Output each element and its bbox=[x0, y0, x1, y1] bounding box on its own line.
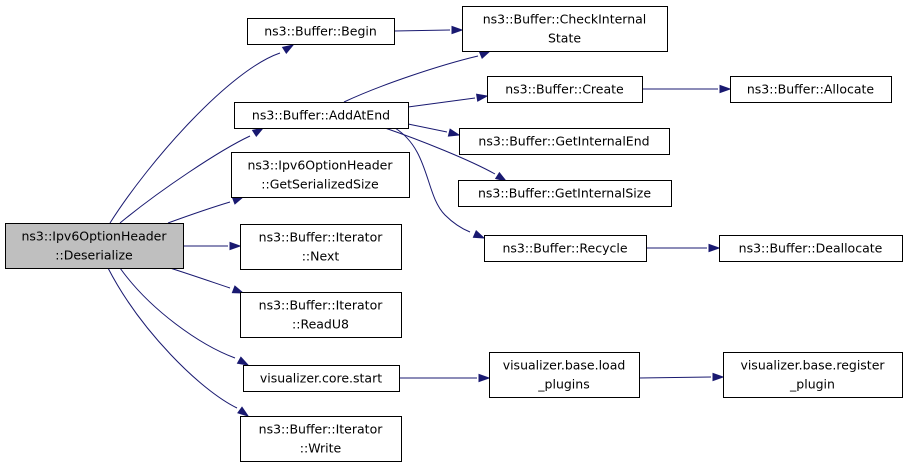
node-label-line: ns3::Buffer::Iterator bbox=[259, 230, 384, 245]
edge-deserialize-to-next bbox=[183, 241, 242, 251]
edge-deserialize-to-getserializedsize bbox=[167, 196, 245, 224]
node-label-line: ns3::Buffer::Deallocate bbox=[739, 241, 883, 256]
node-box bbox=[247, 18, 395, 45]
node-label-line: ns3::Buffer::GetInternalEnd bbox=[478, 134, 649, 149]
node-label-line: ::Next bbox=[302, 249, 340, 264]
node-label-line: ns3::Buffer::Allocate bbox=[747, 82, 875, 97]
node-box bbox=[719, 235, 903, 262]
edge-addatend-to-checkinternal bbox=[343, 50, 492, 103]
node-label-line: visualizer.base.register bbox=[740, 358, 885, 373]
node-label-line: _plugin bbox=[789, 377, 835, 392]
node-label-line: ns3::Buffer::Begin bbox=[264, 24, 377, 39]
edge-addatend-to-getinternalend bbox=[407, 123, 461, 137]
node-readu8[interactable]: ns3::Buffer::Iterator::ReadU8 bbox=[240, 292, 402, 338]
node-box bbox=[458, 180, 672, 207]
node-registerplugin[interactable]: visualizer.base.register _plugin bbox=[723, 352, 903, 398]
node-box bbox=[484, 235, 647, 262]
node-box bbox=[231, 152, 410, 198]
edge-addatend-to-create bbox=[407, 93, 489, 108]
node-box bbox=[240, 224, 402, 270]
node-box bbox=[240, 292, 402, 338]
node-label-line: ns3::Buffer::Iterator bbox=[259, 298, 384, 313]
node-create[interactable]: ns3::Buffer::Create bbox=[487, 76, 643, 103]
node-box bbox=[730, 76, 892, 103]
node-corestart[interactable]: visualizer.core.start bbox=[243, 365, 400, 392]
node-label-line: visualizer.base.load bbox=[503, 358, 626, 373]
edge-deserialize-to-addatend bbox=[119, 127, 265, 224]
node-label-line: ns3::Buffer::CheckInternal bbox=[483, 12, 647, 27]
node-deserialize: ns3::Ipv6OptionHeader::Deserialize bbox=[5, 223, 184, 269]
node-getinternalend[interactable]: ns3::Buffer::GetInternalEnd bbox=[459, 128, 670, 155]
node-label-line: ns3::Buffer::GetInternalSize bbox=[478, 186, 651, 201]
node-label-line: ::GetSerializedSize bbox=[261, 177, 379, 192]
node-label-line: ::Deserialize bbox=[55, 248, 133, 263]
edge-corestart-to-loadplugins bbox=[399, 373, 491, 383]
node-box bbox=[5, 223, 184, 269]
node-label-line: ns3::Buffer::AddAtEnd bbox=[252, 108, 390, 123]
node-begin[interactable]: ns3::Buffer::Begin bbox=[247, 18, 395, 45]
edge-begin-to-checkinternal bbox=[393, 25, 464, 35]
node-label-line: visualizer.core.start bbox=[260, 371, 382, 386]
node-box bbox=[234, 102, 409, 129]
node-box bbox=[462, 6, 668, 52]
edge-deserialize-to-readu8 bbox=[169, 267, 245, 294]
edge-loadplugins-to-registerplugin bbox=[638, 372, 725, 382]
node-write[interactable]: ns3::Buffer::Iterator::Write bbox=[240, 416, 402, 462]
node-box bbox=[723, 352, 903, 398]
node-label-line: ns3::Ipv6OptionHeader bbox=[247, 158, 393, 173]
node-addatend[interactable]: ns3::Buffer::AddAtEnd bbox=[234, 102, 409, 129]
node-getinternalsize[interactable]: ns3::Buffer::GetInternalSize bbox=[458, 180, 672, 207]
node-getserializedsize[interactable]: ns3::Ipv6OptionHeader::GetSerializedSize bbox=[231, 152, 410, 198]
node-allocate[interactable]: ns3::Buffer::Allocate bbox=[730, 76, 892, 103]
edge-deserialize-to-write bbox=[107, 267, 250, 417]
node-box bbox=[459, 128, 670, 155]
node-box bbox=[489, 352, 640, 398]
edge-addatend-to-recycle bbox=[394, 127, 486, 239]
node-box bbox=[487, 76, 643, 103]
node-box bbox=[243, 365, 400, 392]
node-label-line: ns3::Buffer::Create bbox=[505, 82, 624, 97]
node-label-line: ns3::Ipv6OptionHeader bbox=[21, 229, 167, 244]
edge-deserialize-to-corestart bbox=[119, 267, 250, 366]
node-label-line: ns3::Buffer::Recycle bbox=[502, 241, 627, 256]
edge-addatend-to-getinternalsize bbox=[384, 127, 508, 182]
node-loadplugins[interactable]: visualizer.base.load _plugins bbox=[489, 352, 640, 398]
edge-recycle-to-deallocate bbox=[646, 243, 721, 253]
node-recycle[interactable]: ns3::Buffer::Recycle bbox=[484, 235, 647, 262]
node-label-line: ::Write bbox=[300, 441, 342, 456]
node-label-line: ns3::Buffer::Iterator bbox=[259, 422, 384, 437]
node-box bbox=[240, 416, 402, 462]
node-label-line: ::ReadU8 bbox=[292, 317, 349, 332]
edge-create-to-allocate bbox=[642, 84, 732, 94]
edge-deserialize-to-begin bbox=[109, 44, 295, 224]
node-label-line: _plugins bbox=[537, 377, 589, 392]
node-label-line: State bbox=[548, 31, 581, 46]
node-next[interactable]: ns3::Buffer::Iterator::Next bbox=[240, 224, 402, 270]
node-deallocate[interactable]: ns3::Buffer::Deallocate bbox=[719, 235, 903, 262]
